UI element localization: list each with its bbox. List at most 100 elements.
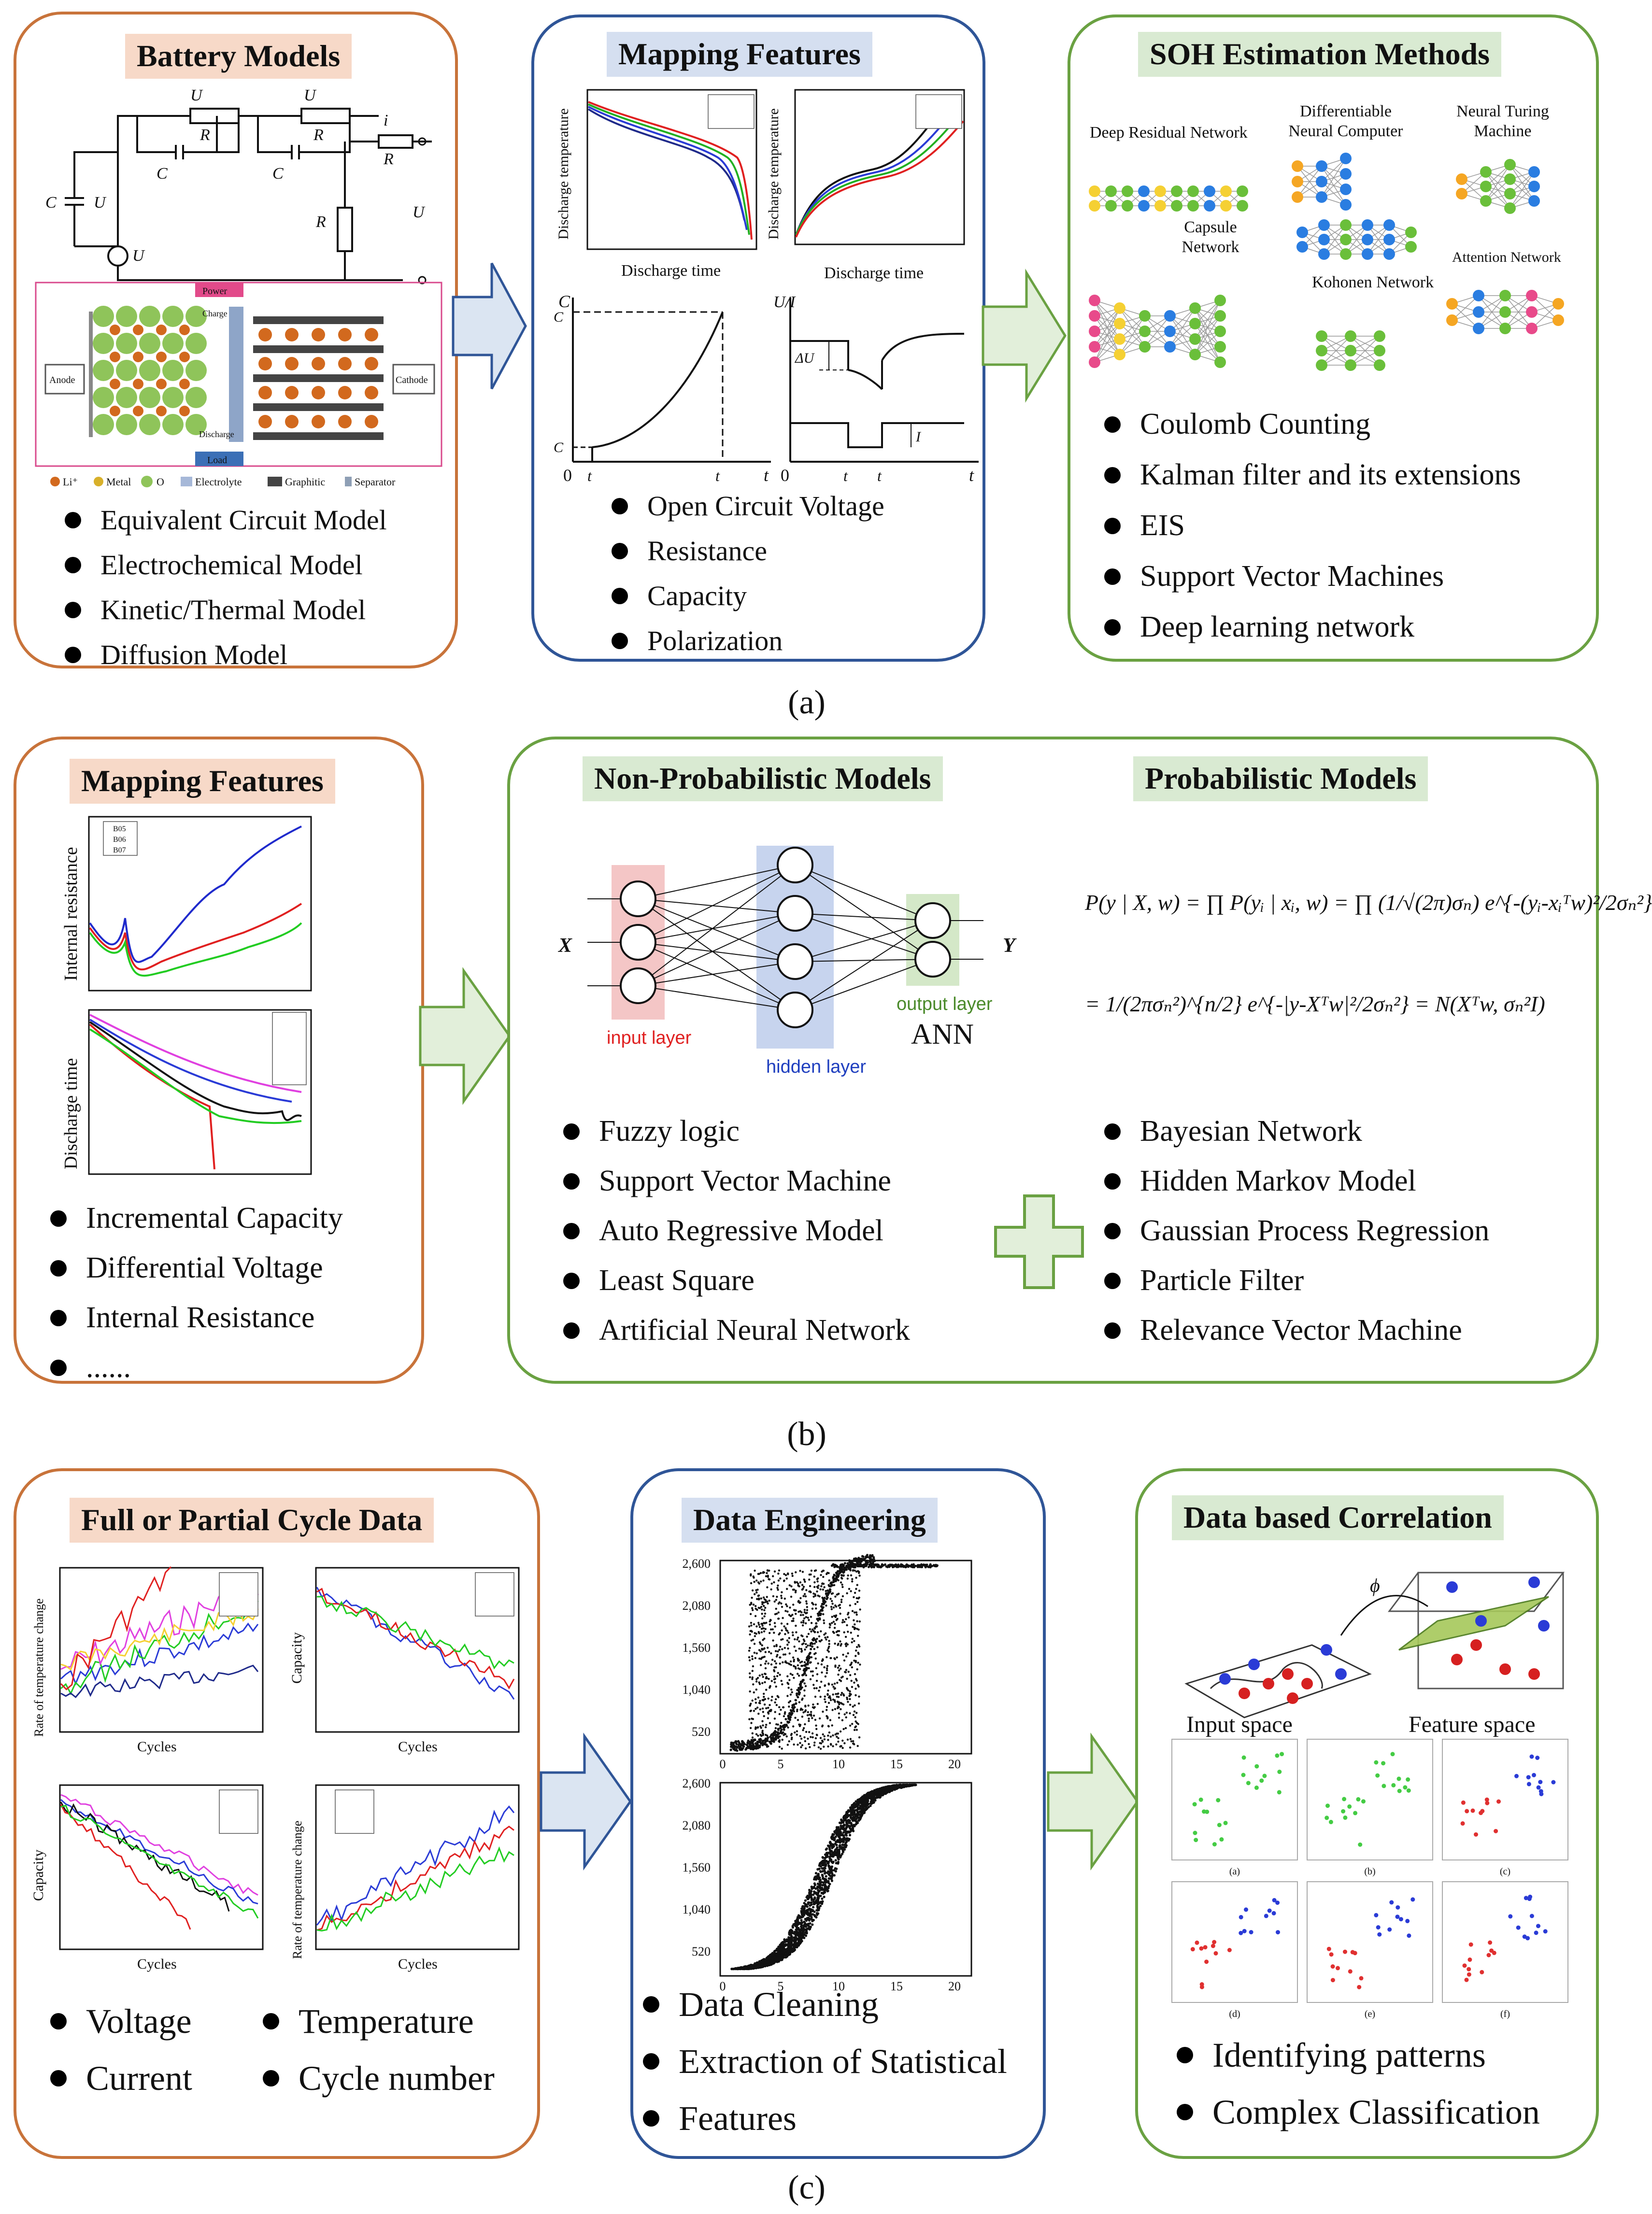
scatter-point [773,1675,776,1678]
scatter-point [758,1744,761,1747]
scatter-point [846,1577,849,1580]
list-item: Hidden Markov Model [1099,1156,1489,1206]
oxygen-atom [139,360,160,381]
scatter-point [757,1734,759,1737]
list-item: Gaussian Process Regression [1099,1206,1489,1256]
network-edge [1452,295,1479,321]
oxygen-atom [116,360,137,381]
network-node [1526,323,1538,334]
scatter-point [781,1605,783,1608]
scatter-point [810,1569,813,1572]
scatter-point [780,1721,783,1724]
scatter-point [809,1585,812,1588]
scatter-point [787,1632,790,1634]
scatter-point [767,1717,769,1719]
lithium-ion [258,415,272,428]
cluster-point [1397,1788,1402,1793]
cc4-ylabel: Rate of temperature change [290,1820,304,1959]
scatter-point [810,1711,812,1713]
scatter-point [788,1679,791,1681]
network-node [1171,185,1182,197]
scatter-point [807,1617,809,1619]
scatter-point [810,1890,813,1893]
scatter-point [854,1809,856,1812]
scatter-point [760,1628,763,1630]
scatter-point [776,1675,779,1677]
scatter-point [772,1639,774,1642]
network-node [1456,173,1467,185]
ud2-label: U [304,86,317,104]
dt-ylabel: Discharge time [61,1058,81,1169]
scatter-point [824,1857,826,1859]
scatter-point [788,1933,791,1936]
scatter-point [783,1938,786,1941]
scatter-point [765,1733,767,1736]
oxygen-atom [116,333,137,354]
scatter-point [827,1682,830,1685]
ann-edge [795,865,933,960]
cluster-point [1532,1773,1536,1777]
scatter-point [777,1603,780,1605]
scatter-point [783,1579,785,1582]
scatter-point [772,1740,775,1743]
lithium-ion [258,328,272,341]
lithium-ion [338,386,352,399]
network-node [1383,219,1395,231]
scatter-point [797,1719,799,1721]
network-node [1446,314,1458,326]
scatter-point [807,1902,810,1905]
cathode-label: Cathode [396,375,428,385]
scatter-point [755,1698,757,1701]
scatter-point [816,1903,819,1906]
scatter-point [798,1687,800,1689]
scatter-point [774,1677,777,1680]
scatter-point [847,1616,850,1619]
network-node [1340,234,1352,245]
network-edge [1094,308,1120,347]
cycle-chart-1: Rate of temperature change Cycles [32,1567,264,1755]
scatter-point [773,1622,776,1624]
scatter-point [838,1566,841,1569]
scatter-point [823,1619,825,1622]
network-node [1089,341,1100,353]
scatter-point [858,1557,861,1560]
scatter-point [832,1620,835,1623]
mapping-features-list: Open Circuit Voltage Resistance Capacity… [607,483,884,663]
scatter-point [858,1575,861,1577]
scatter-point [800,1737,803,1740]
rd1-label: R [199,126,210,144]
scatter-point [787,1647,789,1650]
scatter-point [804,1710,807,1713]
network-edge [1350,336,1380,366]
cycle-data-title: Full or Partial Cycle Data [70,1498,434,1543]
scatter-point [907,1564,910,1567]
lithium-ion [312,415,325,428]
scatter-point [859,1800,862,1802]
scatter-point [799,1581,802,1584]
scatter-point [751,1589,754,1592]
scatter-point [835,1867,838,1870]
scatter-point [752,1665,755,1668]
scatter-point [754,1739,756,1742]
scatter-point [767,1712,770,1715]
scatter-point [849,1806,852,1809]
scatter-point [826,1656,828,1659]
scatter-point [885,1565,888,1568]
scatter-point [851,1808,854,1811]
scatter-point [865,1556,867,1559]
scatter-point [847,1839,850,1842]
scatter-point [784,1718,787,1720]
t-axis-label: t [969,466,974,485]
scatter-point [813,1627,816,1630]
scatter-point [851,1578,854,1580]
scatter-point [803,1672,806,1675]
list-item: Differential Voltage [45,1243,343,1293]
scatter-point [845,1565,848,1568]
network-node [1114,318,1125,329]
scatter-point [792,1618,795,1620]
cluster-point [1356,1797,1361,1802]
scatter-point [761,1613,763,1615]
scatter-point [808,1927,812,1930]
scatter-point [753,1966,756,1970]
scatter-point [798,1640,800,1643]
